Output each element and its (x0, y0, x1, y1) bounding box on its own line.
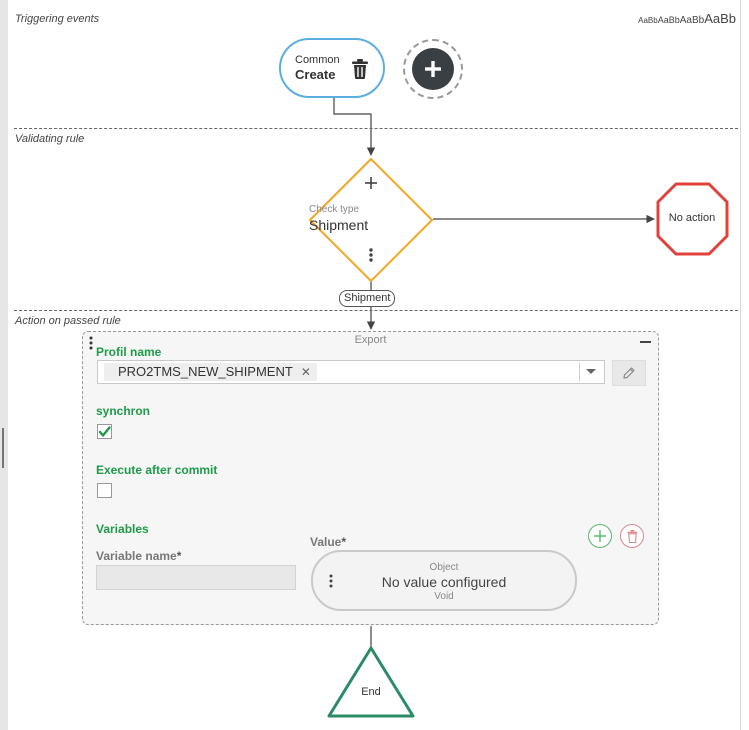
rule-node-title: Shipment (309, 217, 369, 233)
checkmark-icon (98, 426, 111, 437)
delete-variable-button[interactable] (620, 524, 644, 548)
selected-profile-chip: PRO2TMS_NEW_SHIPMENT ✕ (104, 363, 317, 381)
connector-event-to-rule (333, 98, 376, 156)
font-size-selector[interactable]: AaBbAaBbAaBbAaBb (638, 10, 736, 28)
section-label-triggering: Triggering events (15, 13, 100, 25)
variable-name-label: Variable name* (96, 549, 182, 563)
font-size-sm[interactable]: AaBb (657, 15, 680, 25)
trash-icon[interactable] (351, 59, 369, 79)
section-label-action: Action on passed rule (15, 315, 121, 327)
variable-name-input[interactable] (96, 565, 296, 590)
execute-after-commit-checkbox[interactable] (97, 483, 112, 498)
value-label: Value* (310, 535, 347, 549)
add-event-button[interactable] (403, 39, 463, 99)
trash-icon (627, 529, 637, 543)
plus-icon (412, 48, 454, 90)
edit-profile-button[interactable] (612, 360, 646, 386)
more-options-icon[interactable] (367, 247, 375, 263)
remove-chip-icon[interactable]: ✕ (300, 365, 311, 379)
no-action-label: No action (668, 212, 716, 224)
select-separator (579, 363, 580, 381)
execute-after-commit-label: Execute after commit (96, 463, 218, 477)
canvas-right-border (740, 0, 741, 730)
font-size-md[interactable]: AaBb (679, 15, 705, 26)
rule-node-check-type[interactable]: Check type Shipment (309, 157, 433, 281)
font-size-xs[interactable]: AaBb (638, 16, 658, 25)
value-text: No value configured (381, 574, 507, 590)
edge-label-shipment: Shipment (339, 290, 396, 307)
add-variable-button[interactable] (588, 524, 612, 548)
event-node-subtitle: Common (295, 53, 340, 66)
synchron-label: synchron (96, 404, 151, 418)
left-rail (0, 0, 8, 730)
synchron-checkbox[interactable] (97, 424, 112, 439)
value-foot: Void (434, 591, 454, 602)
font-size-lg[interactable]: AaBb (704, 11, 736, 26)
selected-profile-value: PRO2TMS_NEW_SHIPMENT (118, 364, 293, 379)
chevron-down-icon[interactable] (586, 369, 596, 374)
profil-name-label: Profil name (96, 345, 162, 359)
end-triangle (327, 646, 415, 718)
pencil-icon (623, 367, 635, 379)
export-action-panel: Export Profil name PRO2TMS_NEW_SHIPMENT … (82, 331, 659, 625)
variables-label: Variables (96, 522, 149, 536)
collapse-icon[interactable] (640, 341, 651, 343)
resize-handle[interactable] (2, 428, 4, 468)
plus-icon[interactable] (365, 177, 377, 189)
panel-title: Export (354, 334, 387, 346)
end-label: End (361, 686, 381, 698)
section-divider (14, 310, 738, 311)
section-divider (14, 128, 738, 129)
more-options-icon[interactable] (329, 574, 333, 588)
plus-icon (594, 530, 606, 542)
value-node[interactable]: Object No value configured Void (311, 550, 577, 611)
profil-name-select[interactable]: PRO2TMS_NEW_SHIPMENT ✕ (97, 360, 605, 384)
section-label-validating: Validating rule (15, 133, 85, 145)
event-node-common-create[interactable]: Common Create (279, 38, 385, 98)
value-type: Object (429, 562, 459, 573)
rule-node-subtitle: Check type (309, 204, 360, 215)
event-node-title: Create (295, 66, 336, 82)
drag-handle-icon[interactable] (88, 336, 94, 350)
